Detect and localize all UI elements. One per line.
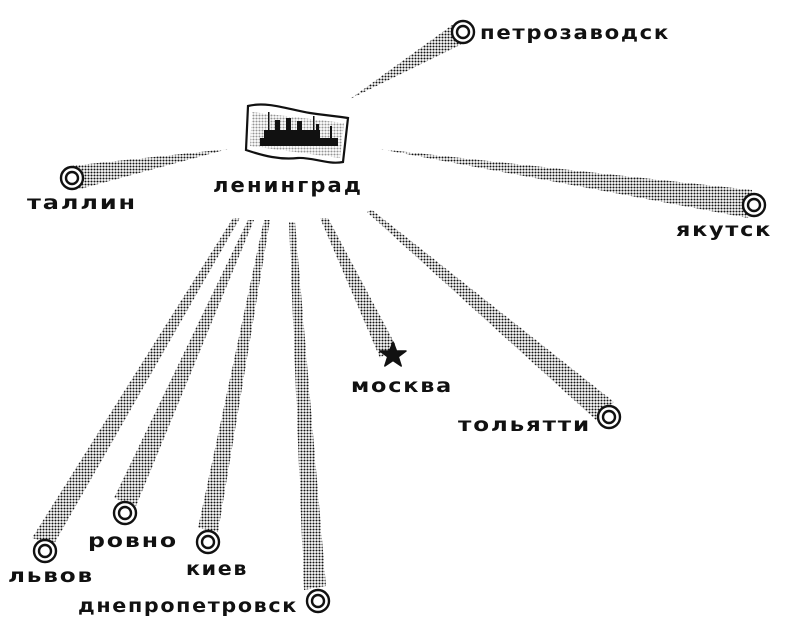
beam-yakutsk [380, 149, 752, 218]
destination-markers [32, 19, 767, 614]
star-marker-icon [379, 341, 407, 367]
beam-tolyatti [367, 210, 614, 420]
ring-marker-icon [112, 500, 138, 526]
ring-marker-icon [596, 404, 622, 430]
hub-label: ленинград [213, 173, 363, 197]
beam-petrozavodsk [350, 23, 464, 99]
label-moskva: москва [351, 375, 453, 397]
flag-with-cruiser-icon [244, 103, 350, 164]
destination-labels: ленинград петрозаводск таллин якутск мос… [8, 22, 772, 617]
label-yakutsk: якутск [676, 219, 772, 241]
beam-rovno [114, 220, 254, 506]
ring-marker-icon [195, 529, 221, 555]
label-tolyatti: тольятти [458, 414, 591, 436]
ring-marker-icon [741, 192, 767, 218]
label-rovno: ровно [88, 530, 178, 552]
beam-lvov [32, 218, 240, 544]
ring-marker-icon [59, 165, 85, 191]
ring-marker-icon [32, 538, 58, 564]
label-dnepropetrovsk: днепропетровск [78, 595, 298, 617]
ring-marker-icon [450, 19, 476, 45]
label-kiev: киев [186, 558, 248, 580]
route-beams [32, 23, 752, 590]
ring-marker-icon [305, 588, 331, 614]
label-lvov: львов [8, 565, 94, 587]
label-tallin: таллин [27, 192, 137, 214]
label-petrozavodsk: петрозаводск [480, 22, 670, 44]
beam-tallin [70, 149, 228, 189]
beam-moskva [320, 218, 396, 358]
beam-kiev [198, 220, 270, 532]
beam-dnepropetrovsk [289, 222, 326, 590]
cruiser-silhouette [260, 112, 338, 146]
